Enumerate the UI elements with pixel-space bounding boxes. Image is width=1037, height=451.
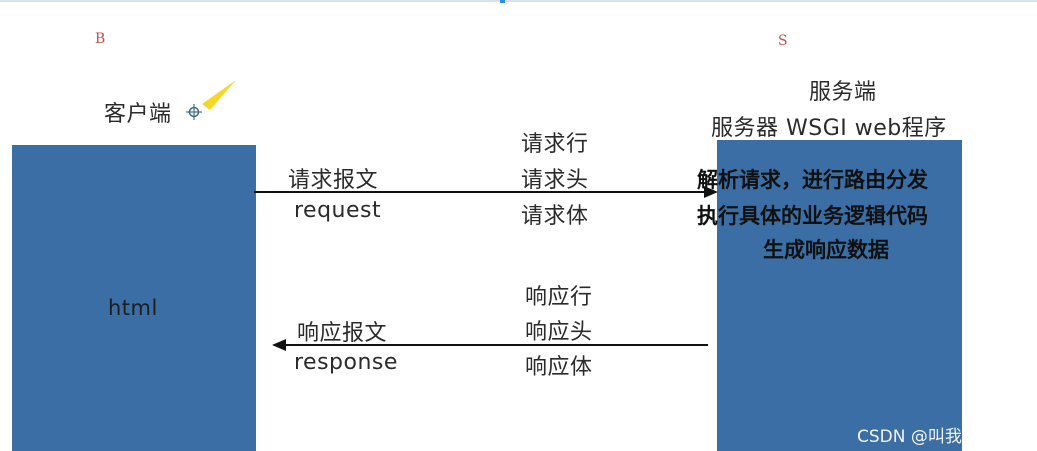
top-border-line — [0, 0, 1037, 2]
request-part: 请求体 — [521, 204, 589, 229]
client-marker: B — [95, 31, 106, 47]
response-arrowhead — [272, 339, 286, 351]
client-box — [12, 145, 256, 451]
server-box — [717, 140, 962, 451]
server-marker: S — [778, 33, 788, 49]
client-content: html — [108, 296, 158, 320]
server-subtitle: 服务器 WSGI web程序 — [711, 116, 947, 141]
request-arrowhead — [704, 186, 718, 198]
server-process-line: 执行具体的业务逻辑代码 — [697, 204, 928, 228]
request-label-cn: 请求报文 — [288, 168, 379, 193]
server-process-line: 解析请求，进行路由分发 — [697, 168, 928, 192]
server-title: 服务端 — [809, 80, 877, 105]
crosshair-cursor-icon — [184, 76, 244, 126]
response-part: 响应行 — [525, 285, 593, 310]
request-label-en: request — [294, 198, 382, 223]
response-part: 响应体 — [525, 355, 593, 380]
top-indicator — [500, 0, 505, 3]
request-part: 请求行 — [521, 132, 589, 157]
response-label-en: response — [294, 350, 398, 375]
response-label-cn: 响应报文 — [297, 321, 388, 346]
request-part: 请求头 — [521, 168, 589, 193]
watermark: CSDN @叫我王富贵i — [857, 427, 1018, 447]
response-part: 响应头 — [525, 320, 593, 345]
server-process-line: 生成响应数据 — [763, 238, 889, 262]
client-title: 客户端 — [104, 102, 172, 127]
